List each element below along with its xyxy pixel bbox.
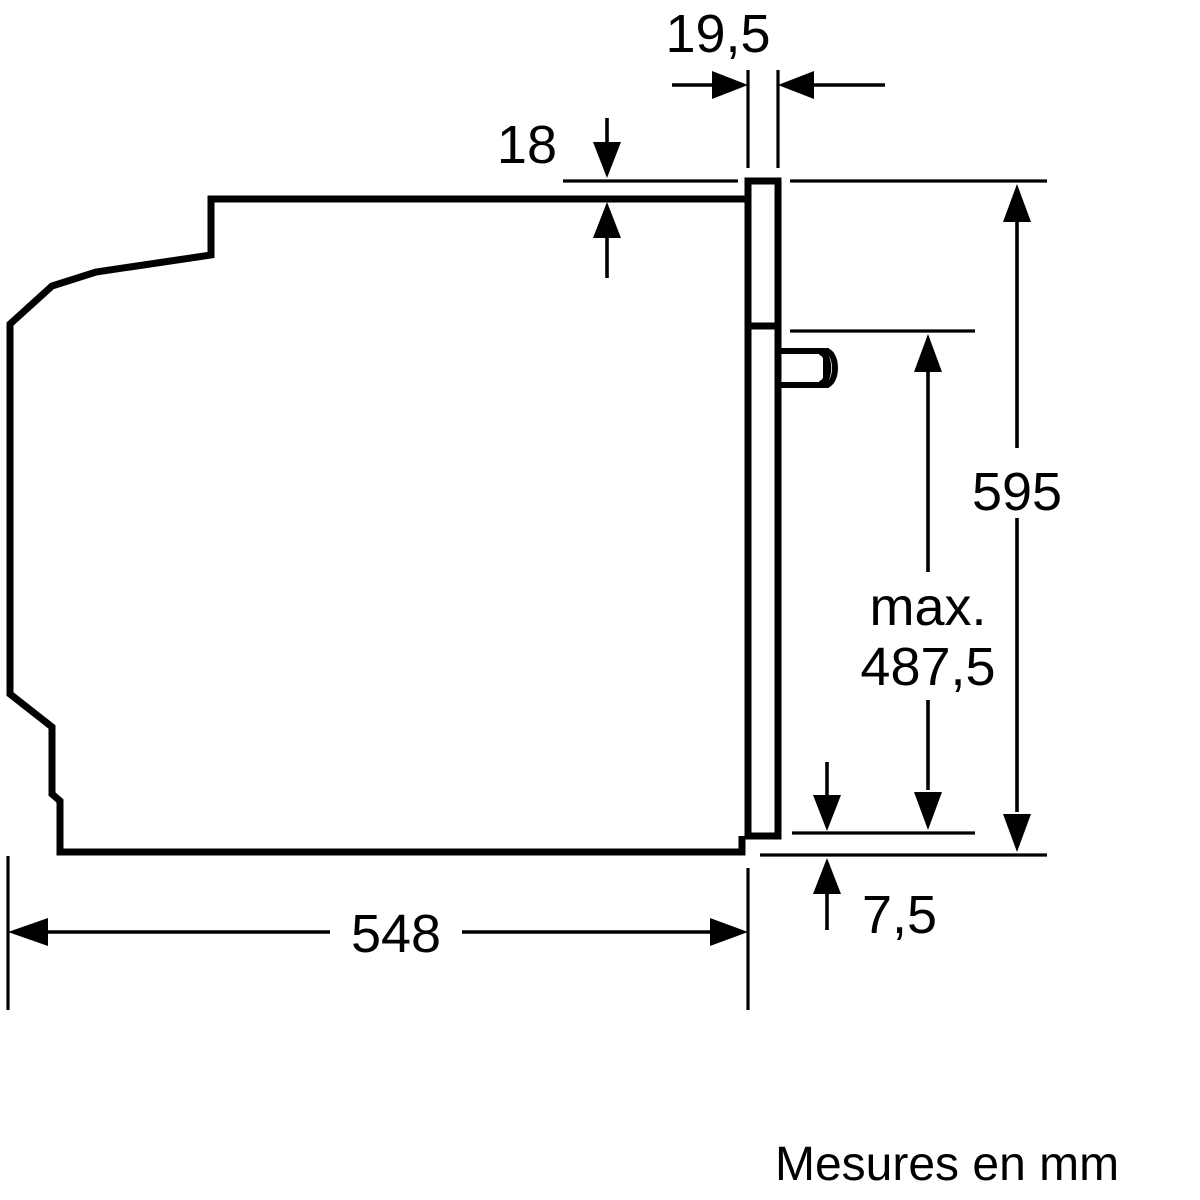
dimension-18: 18: [497, 115, 621, 278]
dimension-595: 595: [972, 184, 1062, 852]
dimension-label-max: max.: [869, 577, 986, 637]
dimension-label-548: 548: [351, 904, 441, 964]
dimension-label-595: 595: [972, 462, 1062, 522]
dimension-548: 548: [6, 856, 750, 1010]
door-knob-spigot: [778, 348, 838, 388]
units-note: Mesures en mm: [775, 1138, 1119, 1191]
dimension-7-5: 7,5: [813, 762, 937, 945]
dimension-label-18: 18: [497, 115, 557, 175]
dimension-19-5: 19,5: [665, 4, 885, 168]
reference-lines-top: [563, 179, 1047, 857]
appliance-body-outline: [6, 195, 748, 856]
dimension-label-7-5: 7,5: [862, 885, 937, 945]
dimension-label-487-5: 487,5: [860, 637, 995, 697]
dimension-max-487-5: max. 487,5: [860, 334, 996, 830]
dimension-label-19-5: 19,5: [665, 4, 770, 64]
door-panel: [744, 177, 782, 840]
